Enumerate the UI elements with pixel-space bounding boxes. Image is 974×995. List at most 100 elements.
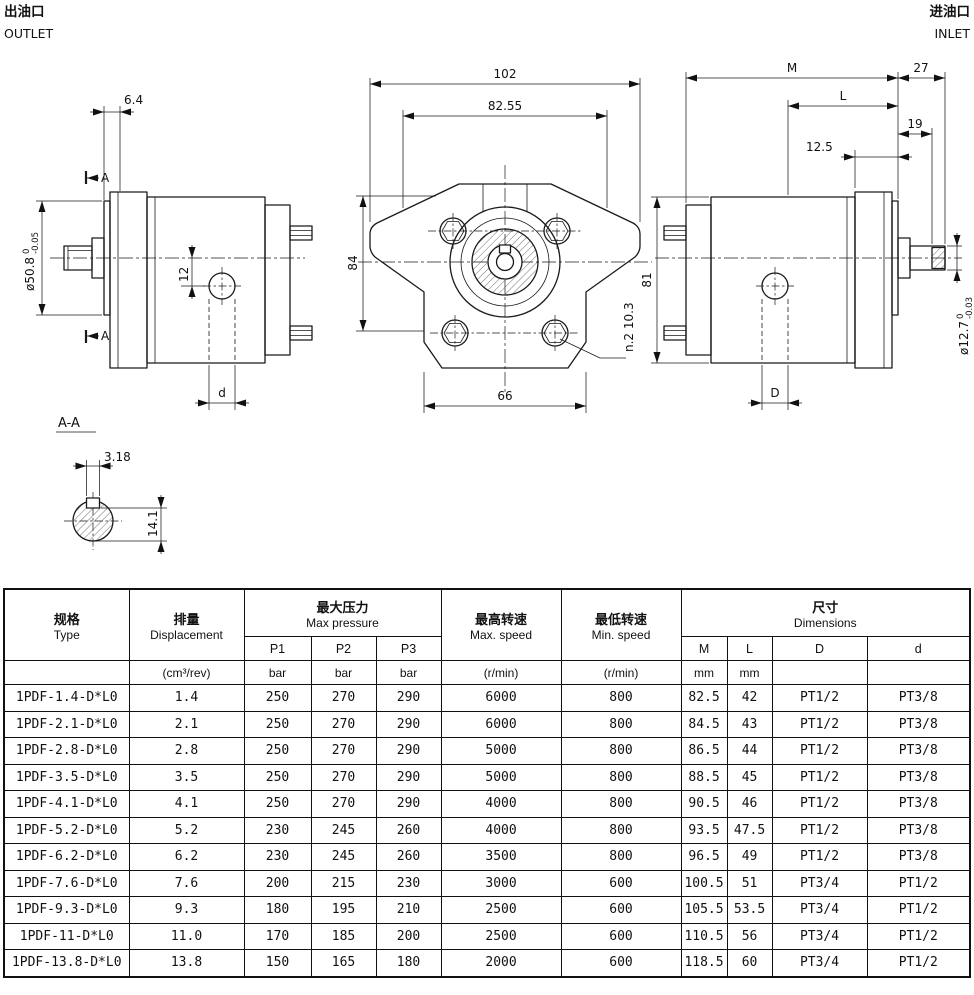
- cell-min-speed: 800: [560, 816, 682, 844]
- unit-p2: bar: [310, 660, 377, 685]
- cell-l: 45: [726, 763, 773, 791]
- cell-p2: 195: [310, 896, 377, 924]
- cell-p1: 250: [243, 790, 312, 818]
- section-a-top-label: A: [101, 171, 110, 185]
- cell-l: 56: [726, 922, 773, 950]
- spec-row: 1PDF-2.8-D*L0 2.8 250 270 290 5000 800 8…: [3, 737, 971, 765]
- cell-l: 47.5: [726, 816, 773, 844]
- cell-p1: 250: [243, 710, 312, 738]
- cell-d-lower: PT3/8: [866, 710, 971, 738]
- cell-d-lower: PT3/8: [866, 843, 971, 871]
- cell-m: 100.5: [680, 869, 728, 897]
- cell-m: 96.5: [680, 843, 728, 871]
- cell-p3: 210: [375, 896, 442, 924]
- spec-row: 1PDF-3.5-D*L0 3.5 250 270 290 5000 800 8…: [3, 763, 971, 791]
- cell-displacement: 2.8: [128, 737, 245, 765]
- svg-text:-0.05: -0.05: [31, 232, 41, 254]
- cell-p3: 290: [375, 684, 442, 712]
- spec-row: 1PDF-1.4-D*L0 1.4 250 270 290 6000 800 8…: [3, 684, 971, 712]
- cell-p3: 180: [375, 949, 442, 977]
- spec-row: 1PDF-6.2-D*L0 6.2 230 245 260 3500 800 9…: [3, 843, 971, 871]
- subcol-p2: P2: [310, 636, 377, 661]
- cell-l: 44: [726, 737, 773, 765]
- svg-text:ø50.8: ø50.8: [23, 257, 37, 291]
- subcol-p1: P1: [243, 636, 312, 661]
- cell-m: 88.5: [680, 763, 728, 791]
- cell-m: 84.5: [680, 710, 728, 738]
- cell-p1: 150: [243, 949, 312, 977]
- cell-max-speed: 6000: [440, 710, 562, 738]
- col-header-min-speed: 最低转速 Min. speed: [560, 588, 682, 661]
- cell-p3: 230: [375, 869, 442, 897]
- cell-p1: 230: [243, 843, 312, 871]
- spec-row: 1PDF-11-D*L0 11.0 170 185 200 2500 600 1…: [3, 922, 971, 950]
- cell-type: 1PDF-5.2-D*L0: [3, 816, 130, 844]
- dim-m-label: M: [787, 61, 797, 75]
- svg-text:12: 12: [177, 267, 191, 282]
- cell-min-speed: 600: [560, 949, 682, 977]
- dim-102-label: 102: [494, 67, 517, 81]
- cell-p2: 215: [310, 869, 377, 897]
- cell-type: 1PDF-1.4-D*L0: [3, 684, 130, 712]
- cell-min-speed: 800: [560, 684, 682, 712]
- cell-min-speed: 800: [560, 710, 682, 738]
- cell-p2: 270: [310, 684, 377, 712]
- cell-displacement: 1.4: [128, 684, 245, 712]
- cell-l: 51: [726, 869, 773, 897]
- cell-displacement: 3.5: [128, 763, 245, 791]
- cell-type: 1PDF-2.8-D*L0: [3, 737, 130, 765]
- unit-m: mm: [680, 660, 728, 685]
- cell-p2: 270: [310, 710, 377, 738]
- cell-d-upper: PT3/4: [771, 869, 868, 897]
- cell-d-lower: PT1/2: [866, 922, 971, 950]
- dim-14-1-label: 14.1: [146, 510, 160, 537]
- shaft-section-detail: A-A 3.18 14.1: [56, 416, 167, 554]
- cell-max-speed: 5000: [440, 763, 562, 791]
- cell-d-upper: PT3/4: [771, 922, 868, 950]
- bolt-top-right: [543, 213, 571, 249]
- bolt-top-left: [439, 213, 467, 249]
- cell-d-upper: PT1/2: [771, 816, 868, 844]
- spec-row: 1PDF-4.1-D*L0 4.1 250 270 290 4000 800 9…: [3, 790, 971, 818]
- cell-d-upper: PT1/2: [771, 790, 868, 818]
- cell-d-upper: PT1/2: [771, 737, 868, 765]
- dim-84-label: 84: [346, 255, 360, 270]
- dim-82-55-label: 82.55: [488, 99, 522, 113]
- cell-max-speed: 2000: [440, 949, 562, 977]
- subcol-d-upper: D: [771, 636, 868, 661]
- spec-row: 1PDF-2.1-D*L0 2.1 250 270 290 6000 800 8…: [3, 710, 971, 738]
- cell-min-speed: 800: [560, 763, 682, 791]
- cell-d-upper: PT3/4: [771, 896, 868, 924]
- cell-d-lower: PT3/8: [866, 790, 971, 818]
- dim-dia-12-7-label: ø12.7 0 -0.03: [956, 297, 974, 355]
- cell-d-lower: PT1/2: [866, 896, 971, 924]
- spec-table-body: 1PDF-1.4-D*L0 1.4 250 270 290 6000 800 8…: [3, 684, 971, 977]
- drawing-area: 出油口 OUTLET 进油口 INLET 6.4: [4, 3, 974, 554]
- dim-19-label: 19: [907, 117, 922, 131]
- col-header-dimensions: 尺寸 Dimensions: [680, 588, 971, 637]
- cell-p1: 180: [243, 896, 312, 924]
- cell-max-speed: 3500: [440, 843, 562, 871]
- col-header-displacement: 排量 Displacement: [128, 588, 245, 661]
- cell-p2: 270: [310, 790, 377, 818]
- unit-l: mm: [726, 660, 773, 685]
- cell-l: 42: [726, 684, 773, 712]
- cell-min-speed: 800: [560, 737, 682, 765]
- cell-d-lower: PT3/8: [866, 763, 971, 791]
- dim-6-4-label: 6.4: [124, 93, 143, 107]
- right-side-view: M 27 L 19 12.5 81 ø12.7 0 -0.03: [640, 61, 974, 410]
- cell-p3: 290: [375, 737, 442, 765]
- dim-12-5-label: 12.5: [806, 140, 833, 154]
- cell-displacement: 13.8: [128, 949, 245, 977]
- cell-max-speed: 4000: [440, 790, 562, 818]
- cell-displacement: 4.1: [128, 790, 245, 818]
- svg-text:-0.03: -0.03: [965, 297, 974, 319]
- spec-table-section: 规格 Type 排量 Displacement 最大压力 Max pressur…: [0, 588, 974, 978]
- cell-m: 82.5: [680, 684, 728, 712]
- subcol-l: L: [726, 636, 773, 661]
- svg-text:ø12.7: ø12.7: [957, 321, 971, 355]
- unit-p1: bar: [243, 660, 312, 685]
- holes-note-label: n.2 10.3: [622, 302, 636, 352]
- cell-type: 1PDF-2.1-D*L0: [3, 710, 130, 738]
- cell-l: 49: [726, 843, 773, 871]
